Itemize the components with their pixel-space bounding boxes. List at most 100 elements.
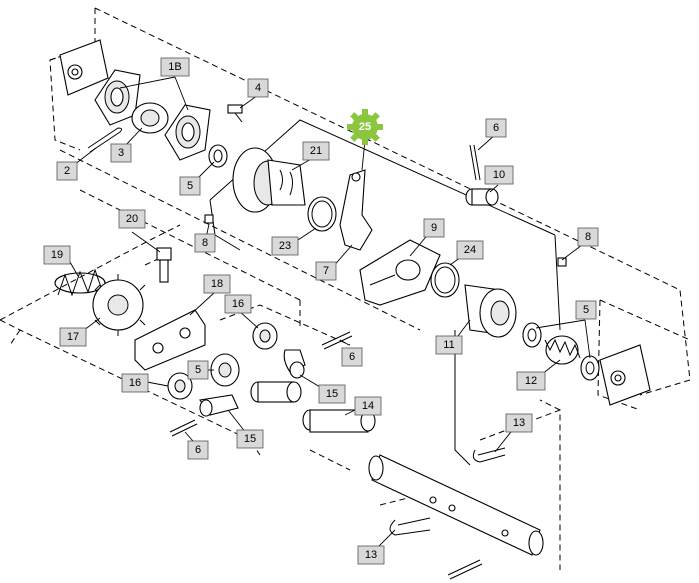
washer-5-lower	[210, 353, 240, 387]
bracket-plate-left	[59, 39, 109, 96]
sleeve-15-mid	[250, 381, 302, 403]
pin-10	[465, 188, 499, 206]
callout-3: 3	[110, 143, 132, 163]
bracket-plate-right	[599, 344, 651, 406]
callout-13-lower: 13	[357, 545, 385, 565]
svg-text:5: 5	[195, 364, 201, 376]
callout-11: 11	[435, 335, 463, 355]
svg-text:21: 21	[310, 145, 322, 157]
callout-2: 2	[56, 161, 78, 181]
washer-5-right-b	[580, 355, 600, 381]
svg-text:20: 20	[126, 213, 138, 225]
callout-15-upper: 15	[318, 384, 346, 404]
callout-18: 18	[203, 274, 231, 294]
svg-text:1B: 1B	[168, 61, 181, 73]
svg-text:7: 7	[323, 265, 329, 277]
washer-5-right-a	[522, 322, 542, 348]
svg-text:5: 5	[187, 180, 193, 192]
callout-14: 14	[354, 396, 382, 416]
cotter-pin-6-low	[169, 419, 198, 437]
svg-text:19: 19	[51, 249, 63, 261]
callout-10: 10	[484, 165, 514, 185]
svg-text:17: 17	[67, 331, 79, 343]
cotter-pin-6-top	[469, 144, 481, 181]
compression-spring-12	[544, 335, 581, 365]
callout-19: 19	[43, 245, 71, 265]
svg-text:6: 6	[349, 351, 355, 363]
svg-text:16: 16	[129, 377, 141, 389]
spring-19	[54, 268, 106, 297]
grease-fitting-4	[227, 104, 243, 123]
washer-5-upper	[208, 144, 228, 168]
svg-text:18: 18	[211, 278, 223, 290]
flange-bearing-left	[94, 69, 141, 126]
callout-17: 17	[59, 327, 87, 347]
callout-16-upper: 16	[224, 294, 252, 314]
snap-ring-23	[307, 196, 337, 232]
svg-text:2: 2	[64, 165, 70, 177]
frame-outline	[0, 7, 691, 570]
svg-text:25: 25	[359, 121, 371, 133]
svg-text:5: 5	[583, 304, 589, 316]
callout-21: 21	[302, 141, 330, 161]
svg-text:24: 24	[464, 244, 476, 256]
callout-5-upper: 5	[179, 176, 201, 196]
hairpin-13-lower	[389, 517, 431, 536]
callout-8-left: 8	[194, 233, 216, 253]
shift-arm-7	[339, 169, 373, 251]
hairpin-13-upper	[472, 447, 506, 463]
svg-text:6: 6	[195, 444, 201, 456]
svg-text:6: 6	[493, 122, 499, 134]
bolt-20	[156, 247, 172, 283]
callout-9: 9	[423, 218, 445, 238]
sprocket-hub-21	[232, 147, 306, 213]
callout-5-lower: 5	[187, 360, 209, 380]
svg-text:3: 3	[118, 147, 124, 159]
svg-text:8: 8	[202, 237, 208, 249]
callout-20: 20	[118, 209, 146, 229]
clutch-hub-11	[464, 284, 517, 338]
svg-text:9: 9	[431, 222, 437, 234]
callout-7: 7	[315, 261, 337, 281]
svg-text:14: 14	[362, 400, 374, 412]
elbow-pin-15-lower	[199, 394, 239, 417]
cotter-pin-shaft-end	[447, 559, 483, 580]
washer-16-upper	[252, 322, 278, 350]
svg-text:4: 4	[255, 82, 261, 94]
bearing-insert	[131, 102, 169, 134]
callout-6-top: 6	[485, 118, 507, 138]
elbow-pin-15-upper	[283, 349, 306, 379]
callout-8-right: 8	[577, 227, 599, 247]
shaft-main	[368, 454, 544, 556]
svg-text:15: 15	[326, 388, 338, 400]
callout-1b: 1B	[160, 57, 190, 77]
callout-24: 24	[456, 240, 484, 260]
callout-23: 23	[271, 236, 299, 256]
callout-12: 12	[516, 371, 546, 391]
sprocket-17	[92, 274, 146, 336]
callout-25-gear[interactable]: 25	[347, 109, 383, 145]
svg-text:11: 11	[443, 339, 454, 351]
cam-plate-9	[359, 239, 441, 306]
svg-text:15: 15	[244, 433, 256, 445]
svg-text:23: 23	[279, 240, 291, 252]
snap-ring-24	[430, 262, 460, 298]
svg-text:16: 16	[232, 298, 244, 310]
callout-6-mid: 6	[341, 347, 363, 367]
grease-fitting-8-left	[204, 214, 214, 224]
callout-13-upper: 13	[505, 413, 533, 433]
callout-5-right: 5	[575, 300, 597, 320]
svg-text:13: 13	[513, 417, 525, 429]
svg-text:12: 12	[525, 375, 537, 387]
svg-text:10: 10	[493, 169, 505, 181]
svg-text:8: 8	[585, 231, 591, 243]
sleeve-14	[302, 409, 376, 433]
svg-text:13: 13	[365, 549, 377, 561]
flange-bearing-right	[164, 104, 211, 161]
callout-4: 4	[247, 78, 269, 98]
cotter-pin-6-mid	[321, 331, 353, 350]
grease-fitting-8-right	[557, 257, 567, 267]
callout-15-lower: 15	[236, 429, 264, 449]
callout-16-lower: 16	[121, 373, 149, 393]
